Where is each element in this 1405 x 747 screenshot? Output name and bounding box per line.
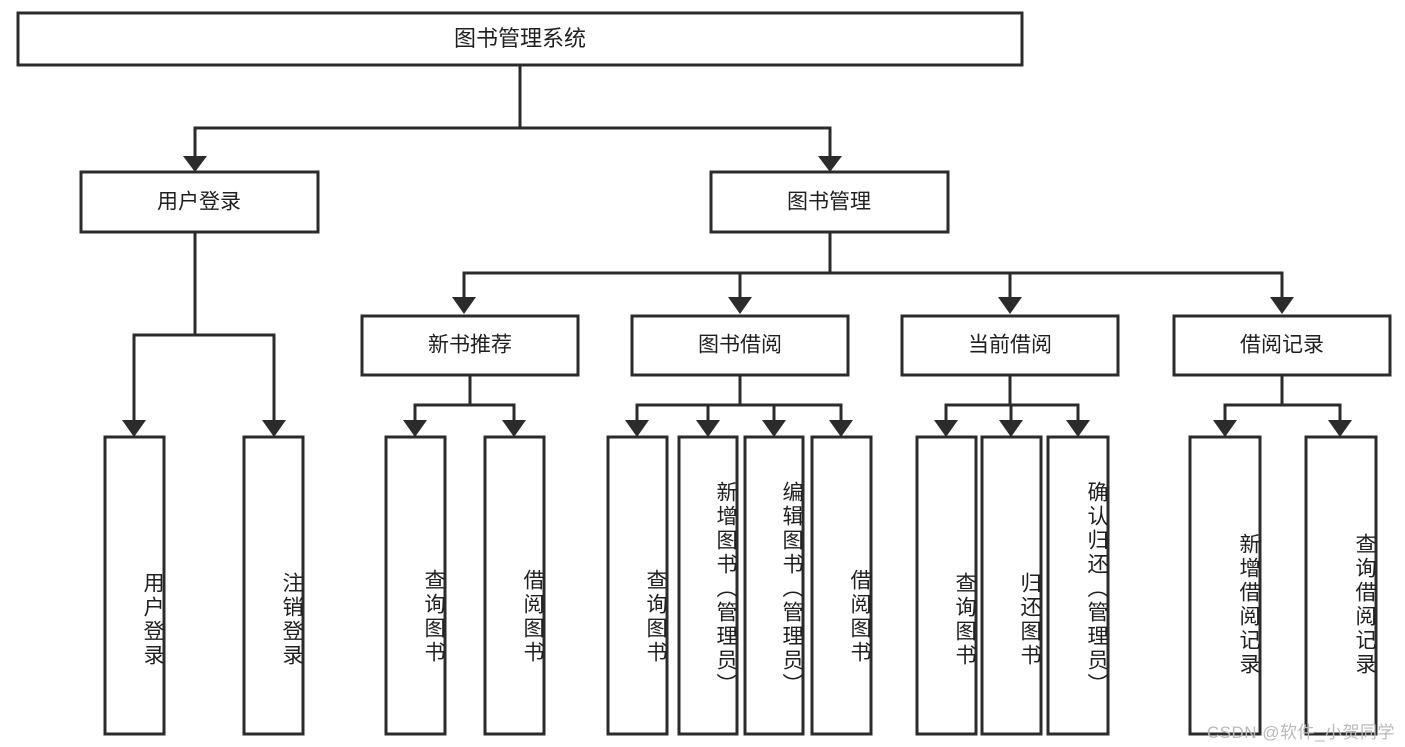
arrowhead-leaf-user-login	[122, 420, 146, 437]
node-new-book-recommend[interactable]: 新书推荐	[360, 314, 580, 377]
node-current-borrow[interactable]: 当前借阅	[900, 314, 1120, 377]
node-book-management-box	[709, 170, 950, 234]
arrowhead-leaf-borrow-book-2	[829, 420, 853, 437]
arrowhead-current-borrow	[998, 297, 1022, 314]
node-new-book-recommend-box	[360, 314, 580, 377]
node-user-login-label: 用户登录	[157, 191, 241, 214]
connectors	[122, 63, 1352, 437]
arrowhead-leaf-query-record	[1328, 420, 1352, 437]
node-leaf-borrow-book-2-box[interactable]	[810, 435, 873, 736]
node-current-borrow-label: 当前借阅	[968, 334, 1052, 357]
node-root-system[interactable]: 图书管理系统	[16, 11, 1024, 67]
node-borrow-records-label: 借阅记录	[1240, 334, 1324, 357]
node-borrow-records[interactable]: 借阅记录	[1172, 314, 1392, 377]
arrowhead-book-borrow	[728, 297, 752, 314]
arrowhead-leaf-add-record	[1213, 420, 1237, 437]
node-leaf-add-record-box[interactable]	[1188, 435, 1262, 736]
arrowhead-book-mgmt	[818, 156, 842, 172]
node-leaf-return-book-box[interactable]	[980, 435, 1043, 736]
node-book-management-label: 图书管理	[787, 191, 871, 214]
node-leaf-query-record-box[interactable]	[1304, 435, 1378, 736]
node-book-borrow[interactable]: 图书借阅	[630, 314, 850, 377]
node-leaf-query-book-2-box[interactable]	[606, 435, 669, 736]
arrowhead-leaf-return-book	[999, 420, 1023, 437]
arrowhead-new-book-rec	[452, 297, 476, 314]
arrowhead-leaf-edit-book	[762, 420, 786, 437]
arrowhead-leaf-query-book-3	[934, 420, 958, 437]
node-book-management[interactable]: 图书管理	[709, 170, 950, 234]
node-leaf-logout-box[interactable]	[242, 435, 305, 736]
node-root-label: 图书管理系统	[454, 26, 586, 51]
arrowhead-borrow-records	[1270, 297, 1294, 314]
csdn-watermark: CSDN @软件_小贺同学	[1206, 723, 1395, 742]
node-leaf-query-book-3-box[interactable]	[915, 435, 978, 736]
node-leaf-add-book-box[interactable]	[677, 435, 739, 736]
node-new-book-recommend-label: 新书推荐	[428, 334, 512, 357]
node-leaf-user-login-box[interactable]	[103, 435, 166, 736]
node-leaf-borrow-book-1-box[interactable]	[483, 435, 546, 736]
node-book-borrow-label: 图书借阅	[698, 334, 782, 357]
node-root-box	[16, 11, 1024, 67]
arrowhead-leaf-confirm-return	[1066, 420, 1090, 437]
node-leaf-query-book-1-box[interactable]	[384, 435, 447, 736]
node-user-login-box	[79, 170, 320, 234]
arrowhead-leaf-borrow-book-1	[502, 420, 526, 437]
node-user-login[interactable]: 用户登录	[79, 170, 320, 234]
arrowhead-leaf-query-book-1	[403, 420, 427, 437]
node-leaf-edit-book-box[interactable]	[743, 435, 805, 736]
arrowhead-leaf-query-book-2	[625, 420, 649, 437]
arrowhead-leaf-add-book	[696, 420, 720, 437]
node-leaf-confirm-return-box[interactable]	[1046, 435, 1110, 736]
node-current-borrow-box	[900, 314, 1120, 377]
node-borrow-records-box	[1172, 314, 1392, 377]
arrowhead-leaf-logout	[262, 420, 286, 437]
arrowhead-user-login	[183, 156, 207, 172]
node-book-borrow-box	[630, 314, 850, 377]
